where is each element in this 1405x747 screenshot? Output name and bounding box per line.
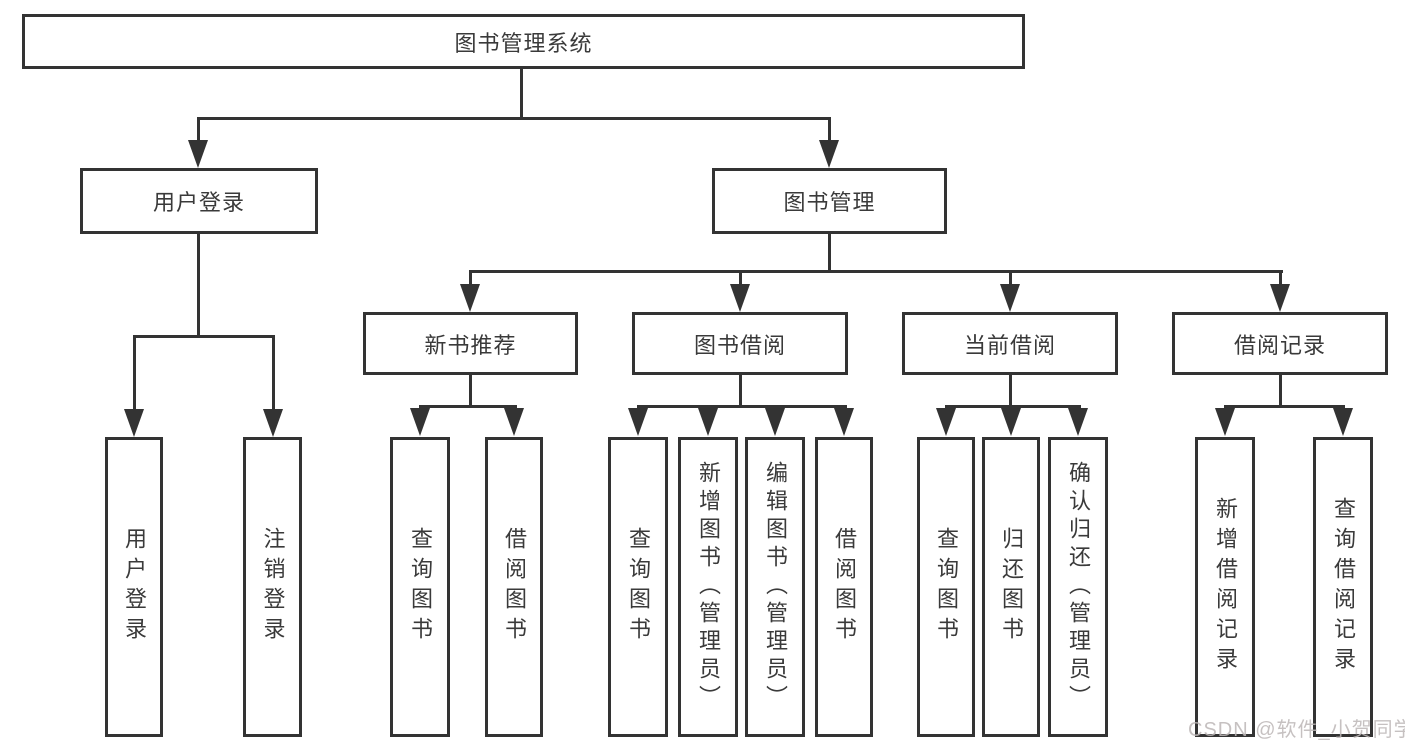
leaf-confirm-return-admin: 确认归还（管理员） — [1048, 437, 1108, 737]
leaf-query-books: 查询图书 — [917, 437, 975, 737]
connector-section-stem — [739, 375, 742, 408]
watermark: CSDN @软件_小贺同学 — [1188, 719, 1405, 741]
leaf-return-books: 归还图书 — [982, 437, 1040, 737]
connector-section-stem — [1009, 375, 1012, 408]
connector-level2-rail — [197, 117, 831, 120]
node-borrow-records: 借阅记录 — [1172, 312, 1388, 375]
node-book-manage: 图书管理 — [712, 168, 947, 234]
leaf-return-books-label: 归还图书 — [999, 527, 1024, 647]
connector-section-drop — [1009, 270, 1012, 288]
leaf-borrow-books-label: 借阅图书 — [502, 527, 527, 647]
node-current-borrow-label: 当前借阅 — [963, 332, 1056, 358]
arrow-down-icon — [628, 408, 648, 436]
leaf-query-borrow-record-label: 查询借阅记录 — [1331, 497, 1356, 677]
arrow-down-icon — [834, 408, 854, 436]
node-current-borrow: 当前借阅 — [902, 312, 1118, 375]
connector-leaf-rail — [419, 405, 517, 408]
leaf-edit-books-admin: 编辑图书（管理员） — [745, 437, 805, 737]
arrow-down-icon — [1068, 408, 1088, 436]
arrow-down-icon — [188, 140, 208, 168]
leaf-add-borrow-record: 新增借阅记录 — [1195, 437, 1255, 737]
leaf-query-books: 查询图书 — [608, 437, 668, 737]
connector-leaf-rail — [945, 405, 1081, 408]
leaf-query-books-label: 查询图书 — [626, 527, 651, 647]
connector-login-rail — [133, 335, 275, 338]
leaf-borrow-books: 借阅图书 — [815, 437, 873, 737]
connector-login-stem — [197, 234, 200, 337]
connector-root-stem — [520, 69, 523, 119]
connector-manage-stem — [828, 234, 831, 272]
arrow-down-icon — [1333, 408, 1353, 436]
arrow-down-icon — [504, 408, 524, 436]
node-user-login: 用户登录 — [80, 168, 318, 234]
connector-login-drop — [197, 117, 200, 145]
connector-level3-rail — [469, 270, 1283, 273]
arrow-down-icon — [1000, 284, 1020, 312]
arrow-down-icon — [730, 284, 750, 312]
arrow-down-icon — [698, 408, 718, 436]
leaf-add-books-admin: 新增图书（管理员） — [678, 437, 738, 737]
leaf-query-borrow-record: 查询借阅记录 — [1313, 437, 1373, 737]
connector-manage-drop — [828, 117, 831, 145]
node-book-borrow: 图书借阅 — [632, 312, 848, 375]
leaf-query-books-label: 查询图书 — [408, 527, 433, 647]
arrow-down-icon — [1215, 408, 1235, 436]
arrow-down-icon — [1270, 284, 1290, 312]
arrow-down-icon — [460, 284, 480, 312]
connector-login-child-drop — [272, 335, 275, 413]
node-book-borrow-label: 图书借阅 — [693, 332, 786, 358]
connector-section-drop — [469, 270, 472, 288]
node-new-books-label: 新书推荐 — [424, 332, 517, 358]
leaf-borrow-books-label: 借阅图书 — [832, 527, 857, 647]
connector-section-drop — [739, 270, 742, 288]
connector-leaf-rail — [1224, 405, 1345, 408]
arrow-down-icon — [765, 408, 785, 436]
arrow-down-icon — [1001, 408, 1021, 436]
node-user-login-label: 用户登录 — [152, 190, 245, 215]
leaf-add-borrow-record-label: 新增借阅记录 — [1213, 497, 1238, 677]
arrow-down-icon — [410, 408, 430, 436]
node-root: 图书管理系统 — [22, 14, 1025, 69]
node-book-manage-label: 图书管理 — [783, 190, 876, 215]
arrow-down-icon — [124, 409, 144, 437]
leaf-query-books: 查询图书 — [390, 437, 450, 737]
connector-section-stem — [469, 375, 472, 408]
leaf-query-books-label: 查询图书 — [934, 527, 959, 647]
node-root-label: 图书管理系统 — [454, 30, 593, 56]
leaf-borrow-books: 借阅图书 — [485, 437, 543, 737]
leaf-add-books-admin-label: 新增图书（管理员） — [696, 461, 721, 713]
node-new-books: 新书推荐 — [363, 312, 578, 375]
arrow-down-icon — [263, 409, 283, 437]
connector-leaf-rail — [637, 405, 847, 408]
leaf-edit-books-admin-label: 编辑图书（管理员） — [763, 461, 788, 713]
arrow-down-icon — [819, 140, 839, 168]
leaf-confirm-return-admin-label: 确认归还（管理员） — [1066, 461, 1091, 713]
connector-login-child-drop — [133, 335, 136, 413]
node-borrow-records-label: 借阅记录 — [1233, 332, 1326, 358]
arrow-down-icon — [936, 408, 956, 436]
connector-section-drop — [1279, 270, 1282, 288]
leaf-user-login: 用户登录 — [105, 437, 163, 737]
leaf-logout: 注销登录 — [243, 437, 302, 737]
leaf-logout-label: 注销登录 — [260, 527, 286, 647]
leaf-user-login-label: 用户登录 — [122, 527, 147, 647]
connector-section-stem — [1279, 375, 1282, 408]
